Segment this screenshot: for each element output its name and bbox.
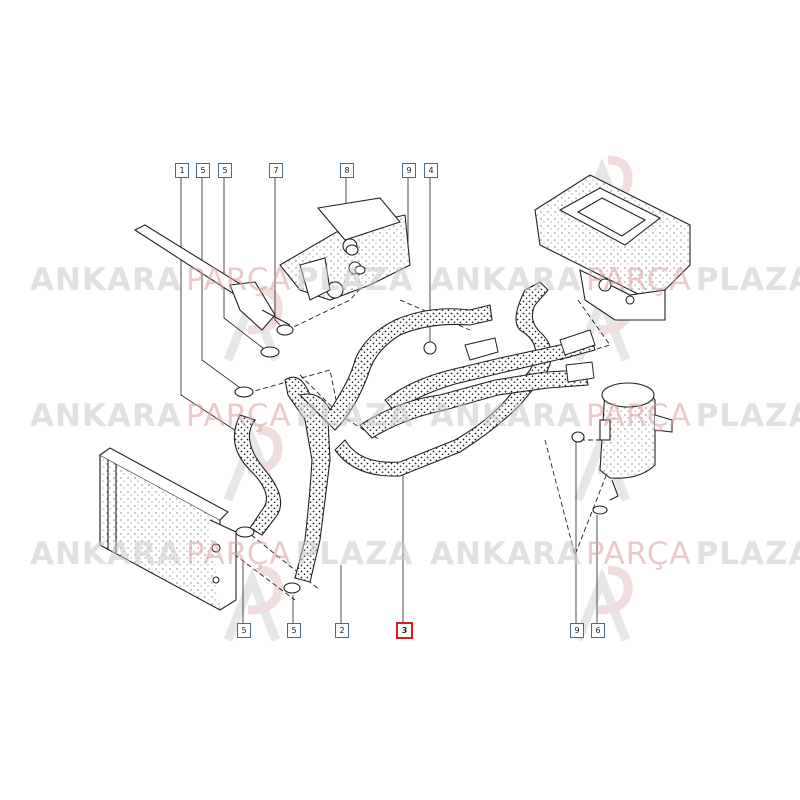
expansion-tank <box>599 382 673 501</box>
hose-clamps <box>234 244 608 594</box>
callout-part-4[interactable]: 4 <box>424 163 438 178</box>
callout-part-1[interactable]: 1 <box>175 163 189 178</box>
clamp <box>354 265 366 275</box>
thermostat-housing <box>279 197 411 301</box>
hose-main-2 <box>284 376 331 583</box>
callout-part-5[interactable]: 5 <box>237 623 251 638</box>
clamp <box>283 582 301 594</box>
clamp <box>345 244 359 256</box>
hose-y-branch <box>298 304 493 431</box>
callout-part-5[interactable]: 5 <box>218 163 232 178</box>
radiator <box>99 447 237 611</box>
callout-part-8[interactable]: 8 <box>340 163 354 178</box>
hose-radiator-upper <box>233 414 282 536</box>
clamp <box>260 346 280 358</box>
clamp <box>234 386 254 398</box>
coolant-hoses <box>233 281 596 583</box>
clamp <box>276 324 294 336</box>
callout-part-5[interactable]: 5 <box>196 163 210 178</box>
clamp <box>571 431 585 443</box>
callout-part-2[interactable]: 2 <box>335 623 349 638</box>
callout-part-9[interactable]: 9 <box>402 163 416 178</box>
callout-part-7[interactable]: 7 <box>269 163 283 178</box>
clamp <box>423 341 437 355</box>
callout-part-5[interactable]: 5 <box>287 623 301 638</box>
heater-housing <box>534 174 691 321</box>
callout-part-3-highlighted[interactable]: 3 <box>396 622 413 639</box>
callout-part-6[interactable]: 6 <box>591 623 605 638</box>
engine-pipe <box>133 224 291 331</box>
clamp <box>592 505 608 515</box>
callout-part-9[interactable]: 9 <box>570 623 584 638</box>
hose-3-heater <box>334 281 552 477</box>
heater-connectors <box>464 329 596 383</box>
clamp <box>235 526 255 538</box>
